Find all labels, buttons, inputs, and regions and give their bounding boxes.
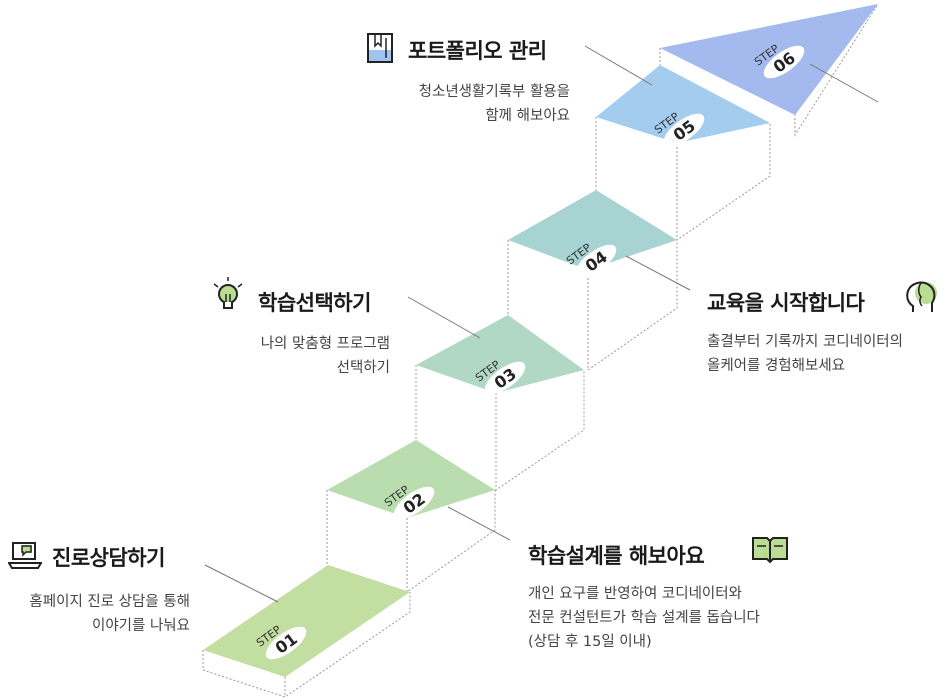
step-06-arrowhead	[660, 4, 878, 115]
step-01-desc-line-1: 홈페이지 진로 상담을 통해	[29, 594, 190, 610]
step-04-desc-line-1: 출결부터 기록까지 코디네이터의	[707, 334, 903, 350]
step-03-desc-line-1: 나의 맞춤형 프로그램	[260, 336, 390, 352]
head-profile-icon	[906, 281, 937, 312]
connector-step-02	[447, 506, 511, 541]
step-04-badge: STEP 04	[564, 241, 617, 278]
step-04-desc-line-2: 올케어를 경험해보세요	[707, 358, 846, 374]
open-book-icon	[752, 537, 788, 564]
step-02-desc-line-3: (상담 후 15일 이내)	[528, 634, 652, 650]
step-02-desc-line-2: 전문 컨설턴트가 학습 설계를 돕습니다	[528, 610, 760, 626]
step-04-title: 교육을 시작합니다	[707, 291, 865, 315]
step-04-description: 출결부터 기록까지 코디네이터의 올케어를 경험해보세요	[707, 330, 903, 378]
connector-step-06	[809, 63, 879, 103]
step-01-description: 홈페이지 진로 상담을 통해 이야기를 나눠요	[29, 590, 190, 638]
step-01-desc-line-2: 이야기를 나눠요	[92, 618, 190, 634]
step-03-desc-line-2: 선택하기	[336, 360, 390, 376]
step-01-title: 진로상담하기	[52, 546, 165, 570]
step-02-desc-line-1: 개인 요구를 반영하여 코디네이터와	[528, 586, 742, 602]
step-04-plane	[508, 190, 677, 270]
step-03-plane	[416, 315, 584, 393]
step-02-description: 개인 요구를 반영하여 코디네이터와 전문 컨설턴트가 학습 설계를 돕습니다 …	[528, 582, 760, 654]
step-03-title: 학습선택하기	[258, 291, 371, 315]
step-05-title: 포트폴리오 관리	[408, 39, 547, 63]
bookmark-book-icon	[367, 33, 393, 63]
step-02-plane	[327, 440, 495, 518]
step-02-badge: STEP 02	[382, 483, 435, 520]
connector-lines	[204, 45, 879, 603]
staircase-dotted-walls	[202, 3, 879, 698]
step-05-description: 청소년생활기록부 활용을 함께 해보아요	[419, 80, 570, 128]
connector-step-01	[204, 564, 279, 603]
lightbulb-icon	[213, 277, 243, 309]
connector-step-03	[407, 296, 481, 339]
step-05-plane	[596, 65, 770, 143]
step-05-desc-line-2: 함께 해보아요	[485, 108, 570, 124]
step-02-title: 학습설계를 해보아요	[528, 544, 705, 568]
step-03-description: 나의 맞춤형 프로그램 선택하기	[261, 332, 390, 380]
laptop-chat-icon	[8, 542, 42, 569]
step-01-plane	[203, 565, 410, 677]
step-05-desc-line-1: 청소년생활기록부 활용을	[418, 84, 570, 100]
connector-step-05	[584, 45, 653, 86]
connector-step-04	[625, 255, 691, 291]
